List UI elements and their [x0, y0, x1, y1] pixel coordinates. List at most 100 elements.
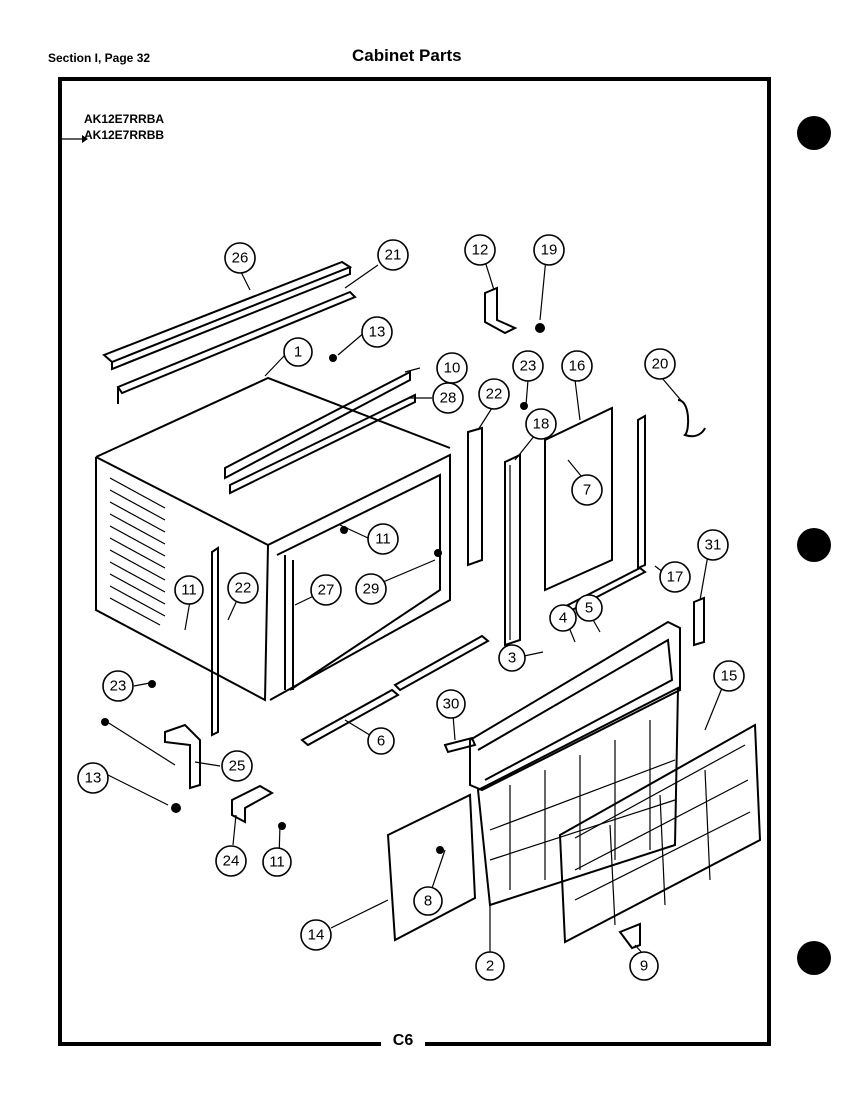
front-frame	[469, 620, 681, 907]
callout-10: 10	[436, 352, 468, 384]
gasket-18	[504, 453, 521, 647]
panel-16	[544, 406, 613, 592]
svg-text:7: 7	[583, 482, 591, 499]
callout-7: 7	[571, 474, 603, 506]
svg-text:10: 10	[444, 360, 461, 377]
svg-text:14: 14	[308, 927, 325, 944]
svg-text:30: 30	[443, 696, 460, 713]
svg-text:31: 31	[705, 537, 722, 554]
svg-text:23: 23	[520, 358, 537, 375]
model-number: AK12E7RRBB	[84, 128, 165, 142]
svg-text:26: 26	[232, 250, 249, 267]
svg-text:23: 23	[110, 678, 127, 695]
top-rail-26	[102, 260, 353, 371]
callout-31: 31	[697, 529, 729, 561]
callout-30: 30	[436, 689, 466, 719]
callout-11: 11	[367, 523, 399, 555]
rail-6	[300, 634, 490, 747]
svg-text:25: 25	[229, 758, 246, 775]
svg-text:12: 12	[472, 242, 489, 259]
callout-24: 24	[215, 845, 247, 877]
top-rail-21	[116, 290, 357, 404]
callout-21: 21	[377, 239, 409, 271]
binder-hole	[797, 941, 831, 975]
callout-22: 22	[478, 378, 510, 410]
model-number: AK12E7RRBA	[84, 112, 165, 126]
svg-text:13: 13	[369, 324, 386, 341]
rail-10-28	[224, 370, 416, 495]
svg-text:27: 27	[318, 582, 335, 599]
svg-text:28: 28	[440, 390, 457, 407]
callout-6: 6	[367, 727, 395, 755]
page-title: Cabinet Parts	[352, 46, 462, 65]
svg-text:5: 5	[585, 600, 593, 617]
svg-text:21: 21	[385, 247, 402, 264]
hook-20	[677, 399, 706, 438]
page-code: C6	[381, 1032, 425, 1050]
svg-text:20: 20	[652, 356, 669, 373]
callout-23: 23	[512, 350, 544, 382]
callout-27: 27	[310, 574, 342, 606]
callout-19: 19	[533, 234, 565, 266]
callout-22: 22	[227, 572, 259, 604]
svg-text:8: 8	[424, 893, 432, 910]
strip-31	[693, 596, 705, 647]
callout-28: 28	[432, 382, 464, 414]
callout-8: 8	[413, 886, 443, 916]
svg-text:3: 3	[508, 650, 516, 667]
bracket-24	[231, 784, 275, 824]
svg-text:16: 16	[569, 358, 586, 375]
callout-3: 3	[498, 644, 526, 672]
bracket-25	[164, 723, 201, 790]
svg-text:18: 18	[533, 416, 550, 433]
side-panel-14	[386, 793, 477, 942]
model-arrow-head	[82, 135, 88, 143]
svg-text:1: 1	[294, 344, 302, 361]
svg-text:22: 22	[235, 580, 252, 597]
svg-text:4: 4	[559, 610, 567, 627]
svg-text:9: 9	[640, 958, 648, 975]
callout-4: 4	[549, 604, 577, 632]
svg-text:22: 22	[486, 386, 503, 403]
callout-15: 15	[713, 660, 745, 692]
svg-text:13: 13	[85, 770, 102, 787]
callout-29: 29	[355, 573, 387, 605]
callout-13: 13	[361, 316, 393, 348]
svg-text:29: 29	[363, 581, 380, 598]
svg-text:2: 2	[486, 958, 494, 975]
callout-23: 23	[102, 670, 134, 702]
svg-text:17: 17	[667, 569, 684, 586]
section-page-label: Section I, Page 32	[48, 51, 151, 65]
svg-text:11: 11	[375, 531, 391, 548]
callout-9: 9	[629, 951, 659, 981]
callout-5: 5	[575, 594, 603, 622]
side-strip-22-right	[467, 426, 483, 567]
side-strip-22-left	[211, 546, 219, 737]
callout-11: 11	[174, 575, 204, 605]
callout-13: 13	[77, 762, 109, 794]
callout-20: 20	[644, 348, 676, 380]
cabinet-shell	[95, 376, 451, 702]
binder-hole	[797, 116, 831, 150]
callout-17: 17	[659, 561, 691, 593]
grille-15	[558, 723, 762, 944]
fasteners	[101, 323, 545, 854]
callout-12: 12	[464, 234, 496, 266]
bracket-12	[484, 286, 518, 335]
callout-18: 18	[525, 408, 557, 440]
callout-14: 14	[300, 919, 332, 951]
clip-9	[618, 922, 641, 950]
callout-26: 26	[224, 242, 256, 274]
svg-text:11: 11	[181, 582, 197, 599]
callout-1: 1	[283, 337, 313, 367]
svg-text:15: 15	[721, 668, 738, 685]
strip-30	[443, 736, 477, 754]
svg-text:24: 24	[223, 853, 240, 870]
svg-text:11: 11	[269, 854, 285, 871]
binder-hole	[797, 528, 831, 562]
strip-17	[637, 414, 646, 570]
callout-16: 16	[561, 350, 593, 382]
svg-text:19: 19	[541, 242, 558, 259]
svg-text:6: 6	[377, 733, 385, 750]
